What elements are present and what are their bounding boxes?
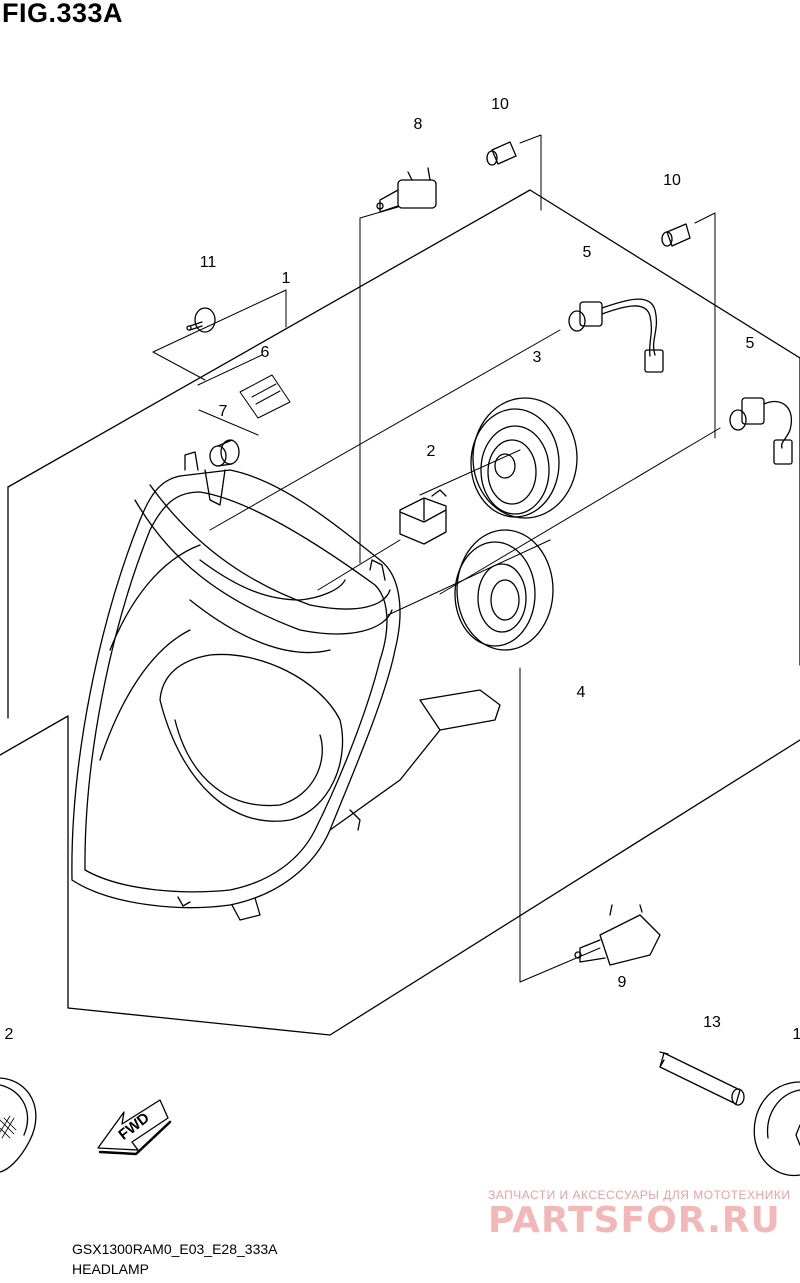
- main-bulb-part: [376, 167, 437, 213]
- upper-reflector-cover: [470, 397, 578, 519]
- callout-14: 1: [792, 1026, 800, 1043]
- callout-1: 1: [281, 270, 291, 287]
- watermark-brand: PARTSFOR.RU: [488, 1200, 781, 1241]
- callout-13: 13: [703, 1014, 721, 1031]
- callout-11: 11: [199, 254, 217, 271]
- screw-part: [186, 307, 216, 333]
- headlamp-housing: [71, 451, 501, 921]
- fwd-arrow: [97, 1099, 172, 1156]
- left-lens-part: [0, 1077, 37, 1173]
- callout-3: 3: [532, 349, 542, 366]
- right-lens-part: [753, 1081, 800, 1177]
- callout-12: 2: [4, 1026, 14, 1043]
- socket-wire-part-2: [729, 397, 793, 465]
- lower-bulb-part: [574, 904, 661, 966]
- callout-9: 9: [617, 974, 627, 991]
- lower-reflector-cover: [454, 529, 554, 651]
- bulb-socket-part: [399, 489, 447, 545]
- socket-wire-part: [568, 298, 664, 373]
- callout-7: 7: [218, 403, 228, 420]
- callout-8: 8: [413, 116, 423, 133]
- callout-10b: 10: [663, 172, 681, 189]
- bolt-part: [659, 1051, 745, 1106]
- assembly-box-outline: [0, 189, 800, 1036]
- section-name: HEADLAMP: [72, 1261, 150, 1277]
- label-sticker: [239, 374, 291, 419]
- figure-title: FIG.333A: [2, 0, 124, 28]
- leader-lines: [152, 134, 721, 983]
- grommet-part: [209, 439, 240, 467]
- callout-10a: 10: [491, 96, 509, 113]
- model-code: GSX1300RAM0_E03_E28_333A: [72, 1241, 278, 1257]
- callout-5a: 5: [582, 244, 592, 261]
- small-bulb-part: [486, 141, 517, 166]
- small-bulb-part-2: [661, 223, 691, 247]
- callout-4: 4: [576, 684, 586, 701]
- callout-6: 6: [260, 344, 270, 361]
- callout-2: 2: [426, 443, 436, 460]
- watermark-tagline: ЗАПЧАСТИ И АКСЕССУАРЫ ДЛЯ МОТОТЕХНИКИ: [488, 1188, 791, 1202]
- callout-5b: 5: [745, 335, 755, 352]
